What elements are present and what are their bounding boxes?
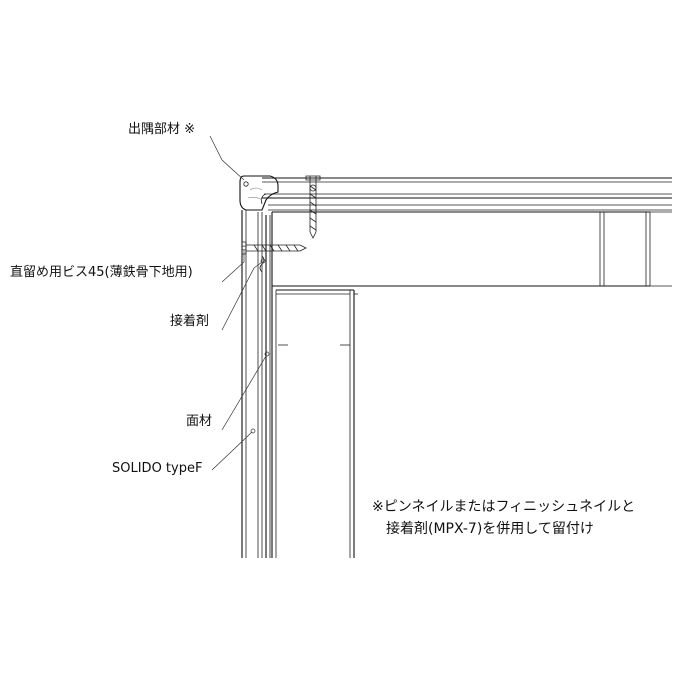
- face-material-label: 面材: [186, 414, 213, 429]
- corner-member: [239, 175, 279, 211]
- installation-note-line1: ※ピンネイルまたはフィニッシュネイルと: [372, 499, 636, 515]
- leader-lines: [209, 135, 270, 471]
- steel-stud-vertical: [271, 212, 358, 558]
- adhesive-bead: [259, 255, 265, 273]
- corner-member-label: 出隅部材 ※: [128, 122, 196, 137]
- screw-label: 直留め用ビス45(薄鉄骨下地用): [10, 265, 193, 280]
- top-panel: [262, 177, 672, 211]
- vertical-wall: [241, 210, 271, 558]
- steel-frame-horizontal: [272, 211, 672, 287]
- side-screw: [241, 241, 307, 255]
- installation-note-line2: 接着剤(MPX-7)を併用して留付け: [386, 521, 594, 537]
- adhesive-label: 接着剤: [170, 314, 210, 329]
- top-screw: [305, 175, 321, 239]
- product-label: SOLIDO typeF: [112, 461, 203, 476]
